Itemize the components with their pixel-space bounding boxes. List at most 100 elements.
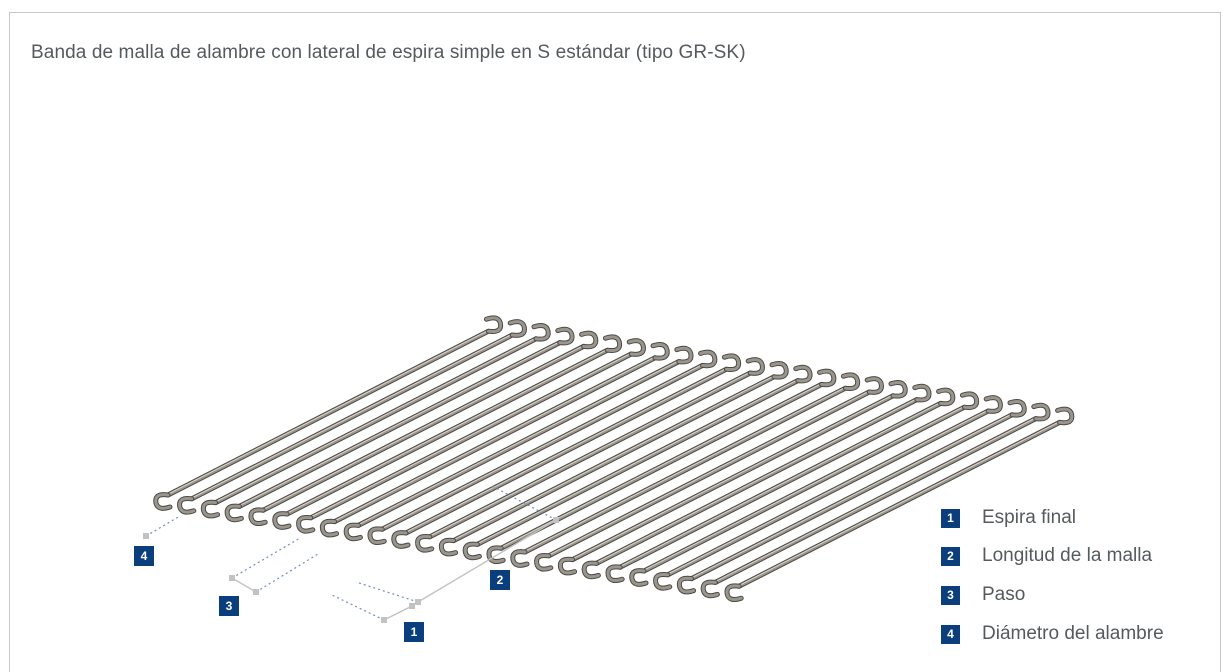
legend-item-1: 1 Espira final [941, 506, 1076, 530]
rod [571, 394, 895, 562]
rod-hook-far [508, 320, 526, 337]
rod-highlight [738, 421, 1060, 586]
legend-label-2: Longitud de la malla [982, 545, 1153, 566]
dim-3-line [231, 577, 257, 593]
rod [333, 356, 657, 524]
dim-2-end-b [553, 517, 559, 523]
rod-hook [439, 538, 458, 556]
rod-highlight [619, 402, 941, 567]
rod-hook [201, 500, 220, 518]
rod-hook-far [651, 342, 669, 360]
rod [237, 341, 562, 508]
rod-hook-far [865, 377, 883, 394]
legend-badge-1: 1 [941, 508, 960, 528]
rod-hook [558, 557, 577, 575]
rod-hook-far [556, 327, 574, 345]
rod [428, 371, 752, 539]
rod [356, 360, 681, 527]
rod-highlight [310, 352, 632, 518]
rod-hook [606, 565, 624, 583]
rod-hook-far [722, 354, 741, 372]
rod-hook-far [889, 380, 907, 398]
rod [547, 390, 871, 558]
rod [713, 417, 1038, 584]
rod-hook-far [770, 361, 788, 379]
legend-badge-3: 3 [941, 585, 960, 605]
dim-3-ext-b [255, 553, 319, 593]
callout-diametro-alambre: 4 [134, 546, 154, 566]
rod-hook [582, 561, 600, 579]
dim-3-end-a [229, 575, 235, 581]
rod-hook [511, 550, 529, 567]
rod-hook [320, 519, 339, 537]
rod-hook [535, 553, 553, 571]
rod [523, 386, 847, 554]
rod [666, 409, 990, 577]
rod-highlight [215, 337, 537, 503]
dim-2-ext-b [491, 485, 557, 521]
rod [618, 401, 943, 569]
rod-highlight [286, 348, 608, 514]
dim-2-end-a [415, 599, 421, 605]
rod-hook [487, 546, 505, 564]
rod-highlight [381, 364, 703, 529]
legend-item-3: 3 Paso [941, 583, 1025, 607]
legend-label-3: Paso [982, 584, 1026, 605]
dim-4-leader [145, 515, 181, 537]
rod-hook-far [984, 396, 1002, 413]
rod-highlight [691, 413, 1013, 579]
rod-hook [225, 504, 243, 522]
rod-hook-far [580, 331, 598, 349]
rod-highlight [334, 356, 656, 522]
rod-hook-far [1032, 403, 1050, 421]
rod-highlight [429, 371, 751, 537]
dim-1-line [383, 605, 413, 621]
dim-3-ext-a [231, 537, 301, 579]
rod-hook-far [699, 350, 717, 368]
rod-hook-far [1008, 399, 1026, 417]
rod [261, 344, 586, 512]
rod-hook [368, 527, 386, 545]
rod-highlight [643, 405, 965, 571]
callout-paso: 3 [219, 596, 239, 616]
rod-hook-far [937, 388, 955, 406]
rod-hook-far [960, 392, 979, 410]
rod [642, 405, 966, 573]
rod-highlight [596, 398, 918, 564]
rod-hook [463, 542, 481, 560]
legend-badge-4: 4 [941, 624, 960, 644]
belt-rods [153, 315, 1075, 603]
dim-4-end [143, 533, 149, 539]
rod-hook [725, 584, 743, 602]
rod-hook-far [484, 316, 503, 334]
rod-hook-far [746, 358, 764, 375]
callout-espira-final: 1 [404, 622, 424, 642]
rod-highlight [524, 386, 846, 552]
rod-hook-far [841, 373, 860, 391]
rod-highlight [191, 333, 513, 499]
rod [214, 337, 538, 505]
figure-frame [9, 12, 1221, 672]
rod-hook [249, 508, 267, 526]
rod-highlight [548, 390, 870, 556]
rod-hook-far [913, 384, 931, 402]
rod-highlight [405, 367, 727, 533]
rod-hook-far [603, 335, 622, 353]
rod-highlight [239, 341, 561, 507]
callout-longitud-malla: 2 [490, 570, 510, 590]
rod-hook-far [1056, 407, 1074, 425]
rod-hook [677, 576, 696, 594]
rod-hook [297, 515, 315, 533]
rod-highlight [572, 394, 894, 560]
rod [737, 420, 1062, 588]
rod-highlight [667, 409, 989, 575]
legend-badge-2: 2 [941, 546, 960, 566]
rod [690, 413, 1014, 581]
legend-item-2: 2 Longitud de la malla [941, 544, 1152, 568]
rod-hook-far [794, 365, 812, 383]
rod [404, 367, 728, 535]
legend-label-1: Espira final [982, 507, 1076, 528]
rod [166, 329, 490, 497]
rod [594, 398, 919, 565]
rod-hook [344, 523, 362, 541]
